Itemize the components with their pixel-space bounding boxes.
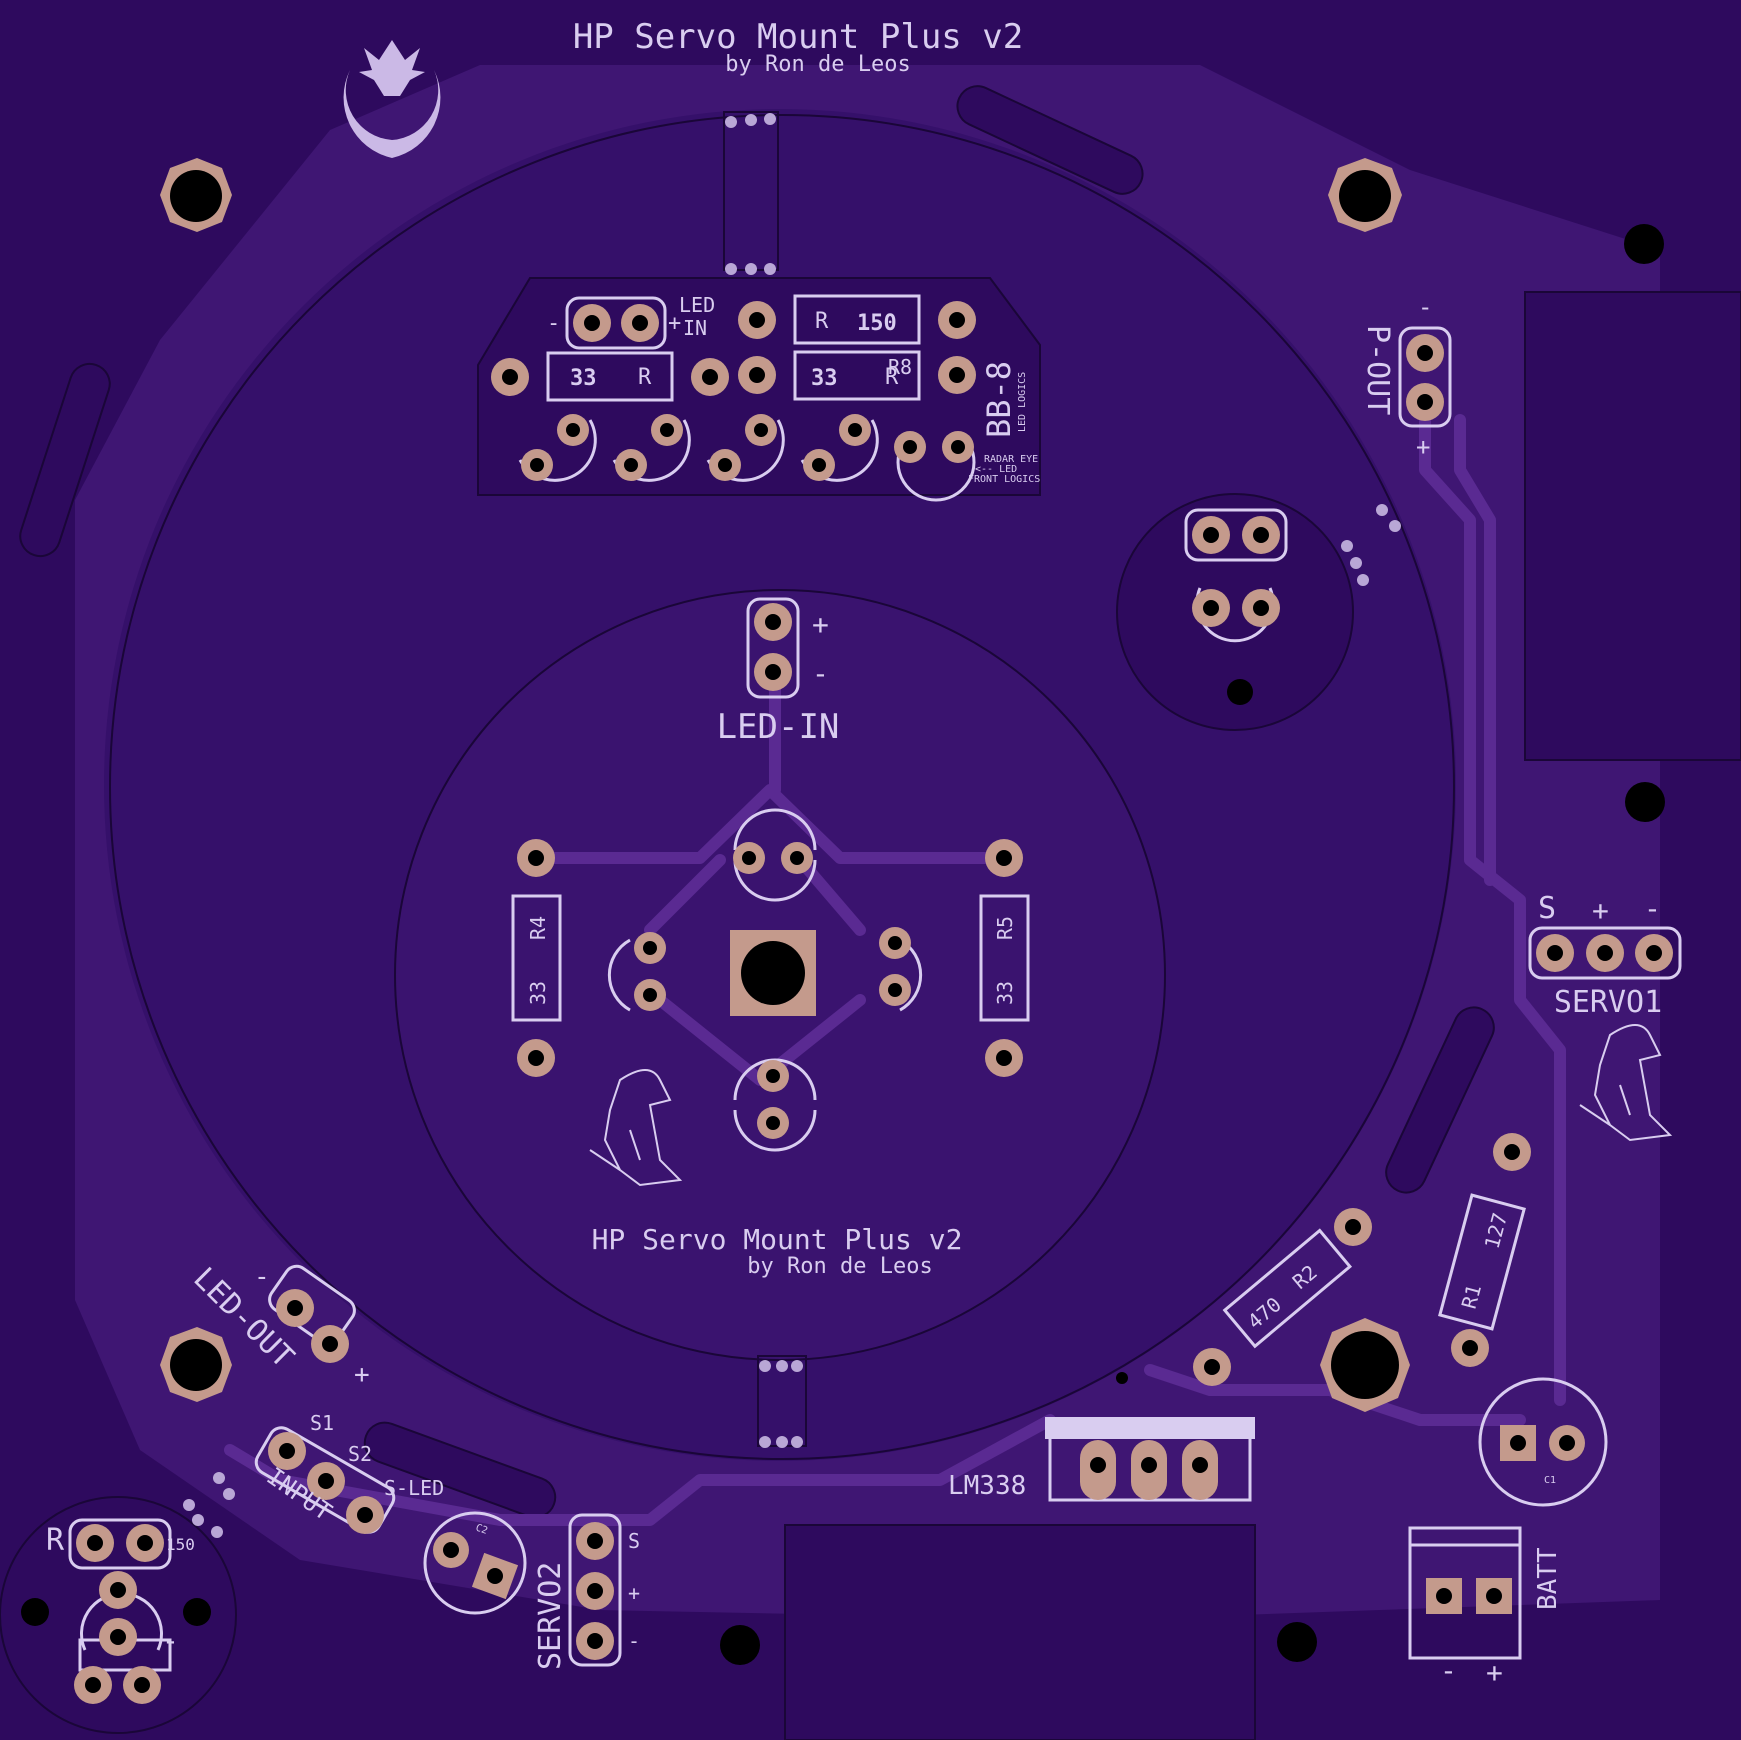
label-servo2-minus: - <box>628 1629 640 1653</box>
mounting-slots <box>19 85 1495 1519</box>
label-led-in-top-1: LED <box>679 293 715 317</box>
label-r5-val: 33 <box>993 981 1017 1005</box>
label-led-in-center: LED-IN <box>717 707 840 747</box>
label-led-logics: LED LOGICS <box>1017 372 1028 432</box>
label-led-out-plus: + <box>354 1360 370 1390</box>
main-circle-edge <box>109 114 1455 1460</box>
label-servo2-s: S <box>628 1529 640 1553</box>
penguin-figure-right <box>1579 1024 1673 1142</box>
label-led-in-top-2: IN <box>683 316 707 340</box>
label-c1: C1 <box>1544 1475 1556 1486</box>
label-radar-eye: RADAR EYE <box>984 454 1038 465</box>
board-cutout-bottom <box>784 1524 1256 1740</box>
silkscreen-outlines <box>68 294 1682 1672</box>
center-circle-edge <box>394 589 1166 1361</box>
label-servo1-plus: + <box>1592 894 1609 927</box>
label-r33a-val: 33 <box>570 366 597 391</box>
label-r150-val: 150 <box>857 311 897 336</box>
label-r33b-val: 33 <box>811 366 838 391</box>
label-s1: S1 <box>310 1411 334 1435</box>
label-r33a-r: R <box>638 365 652 390</box>
label-led-in-plus: + <box>812 608 829 641</box>
label-servo1-s: S <box>1538 891 1556 926</box>
label-servo1-minus: - <box>1644 892 1661 925</box>
board-title-top: HP Servo Mount Plus v2 <box>573 17 1023 57</box>
label-r4: R4 <box>526 916 550 940</box>
label-batt-minus: - <box>1440 1654 1457 1687</box>
penguin-figure-center <box>589 1069 683 1187</box>
label-r33b-r: R <box>885 365 899 390</box>
label-led-arrow: <-- LED <box>975 464 1017 475</box>
label-batt-plus: + <box>1486 1656 1503 1689</box>
label-bottom-minus: - <box>162 1624 179 1657</box>
board-title-center: HP Servo Mount Plus v2 <box>592 1223 963 1256</box>
board-cutout-right <box>1524 291 1741 761</box>
label-batt: BATT <box>1533 1547 1563 1610</box>
label-p-out-minus: - <box>1418 293 1432 321</box>
bottom-left-circle <box>0 1496 237 1734</box>
board-author-center: by Ron de Leos <box>747 1254 932 1279</box>
label-r4-val: 33 <box>526 981 550 1005</box>
label-led-in-top-plus: + <box>668 311 681 336</box>
label-led-in-minus: - <box>812 657 829 690</box>
label-s-led: S-LED <box>384 1476 444 1500</box>
rebel-alliance-logo <box>343 40 441 158</box>
label-s2: S2 <box>348 1442 372 1466</box>
label-led-out-minus: - <box>254 1262 270 1292</box>
board-author-top: by Ron de Leos <box>725 52 910 77</box>
pads <box>74 301 1673 1704</box>
vias <box>183 113 1401 1538</box>
label-front-logics: FRONT LOGICS <box>968 474 1040 485</box>
label-r150-r: R <box>815 309 829 334</box>
label-led-in-top-minus: - <box>547 311 560 336</box>
label-servo2-plus: + <box>628 1581 640 1605</box>
label-servo2: SERVO2 <box>533 1562 568 1670</box>
label-r-bottom: R <box>46 1523 65 1558</box>
label-p-out: P-OUT <box>1360 325 1395 415</box>
mounting-holes <box>21 158 1665 1665</box>
radar-eye-circle <box>1116 493 1354 731</box>
label-servo1: SERVO1 <box>1554 985 1662 1020</box>
label-lm338: LM338 <box>948 1471 1026 1501</box>
label-r-bottom-val: 150 <box>166 1535 195 1554</box>
label-r5: R5 <box>993 916 1017 940</box>
label-p-out-plus: + <box>1416 433 1430 461</box>
label-r8: R8 <box>888 355 912 379</box>
label-bb8: BB-8 <box>980 361 1018 438</box>
label-c2: C2 <box>474 1522 489 1536</box>
